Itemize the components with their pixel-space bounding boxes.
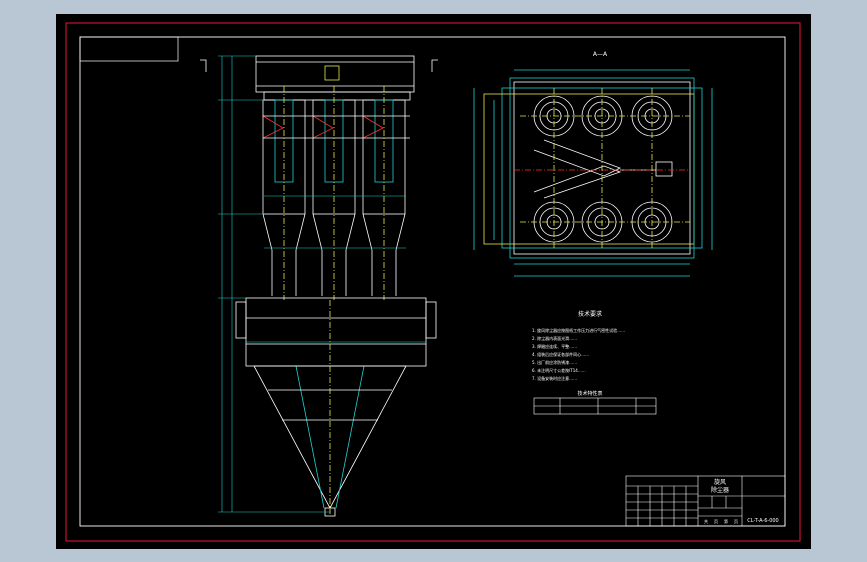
tech-req-line: 5. 出厂前应涂防锈漆…… [532,359,577,365]
tech-req-line: 4. 组装后应保证各部件同心…… [532,351,589,357]
stamp-box [79,36,179,62]
tech-req-line: 7. 设备安装时应注意…… [532,375,577,381]
title-block-label: 共 [704,518,708,524]
title-block-label: 第 [724,518,728,524]
red-border [65,22,801,542]
tech-requirements-list: 1. 旋风除尘器应按图纸工作压力进行气密性试验…… 2. 除尘器内表面光滑…… … [532,327,625,381]
tech-characteristics-table [533,397,657,415]
section-label: A—A [593,51,608,58]
tech-req-line: 3. 焊缝应连续、平整…… [532,343,577,349]
tech-req-line: 1. 旋风除尘器应按图纸工作压力进行气密性试验…… [532,327,625,333]
front-dimension-lines [218,55,426,513]
title-block-name-line2: 除尘器 [711,486,729,494]
tech-requirements-title: 技术要求 [578,310,602,318]
tech-req-line: 6. 未注明尺寸公差按IT14…… [532,367,586,373]
drawing-number: CL-T-A-6-000 [747,518,778,524]
tech-req-line: 2. 除尘器内表面光滑…… [532,335,577,341]
section-markers [200,59,438,72]
title-block-name-line1: 旋风 [714,478,726,486]
front-elevation-view [235,55,437,517]
title-block-label: 页 [734,519,738,524]
drawing-sheet [56,14,811,549]
plan-view [473,69,713,277]
title-block-bottom-labels: 共 页 第 页 [704,518,738,524]
title-block-label: 页 [714,519,718,524]
title-block [625,475,786,527]
drawing-frame [79,36,786,527]
tech-table-title: 技术特性表 [577,390,602,397]
